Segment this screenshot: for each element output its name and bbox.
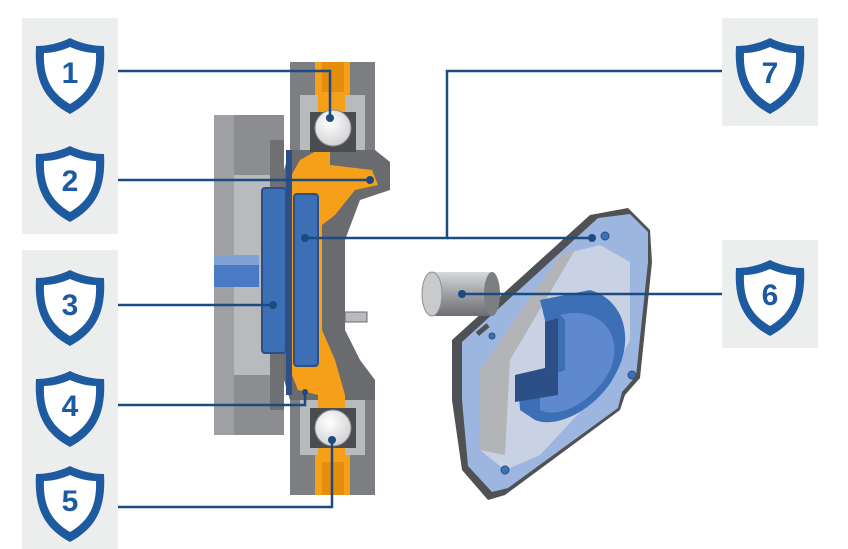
callout-5-label: 5 [62,485,79,518]
drive-magnet-face [540,313,615,413]
callout-6-label: 6 [762,279,779,312]
callout-2-label: 2 [62,165,79,198]
leader-dot-7a [301,234,309,242]
screw-hole [500,465,510,475]
pump-head-cross-section [214,62,390,495]
leader-dot-5 [328,436,336,444]
drive-shaft-stub-shade [214,255,259,265]
callout-3: 3 [22,250,118,358]
leader-line-5 [118,440,334,509]
drive-shaft-end [421,271,443,317]
callout-6: 6 [722,240,818,348]
leader-dot-2 [366,176,374,184]
membrane [293,193,319,367]
screw-hole [600,231,610,241]
plate-notch [475,323,490,337]
leader-dot-7b [588,234,596,242]
leader-line-4 [118,392,307,407]
leader-line-7 [305,69,722,240]
callout-4: 4 [22,351,118,459]
callout-5: 5 [22,454,118,549]
magnet-drive-plate [421,208,652,500]
upper-valve-ball [314,109,352,147]
leader-lines [118,69,722,509]
leader-dots [269,114,596,444]
fluid-channel [290,62,378,495]
callout-1-label: 1 [62,57,79,90]
callout-3-label: 3 [62,289,79,322]
plate-recess-shadow [480,250,575,455]
leader-dot-4 [302,389,308,395]
screw-hole [627,370,637,380]
membrane-edge [286,150,292,395]
callout-7: 7 [722,18,818,126]
leader-dot-6 [458,290,466,298]
callout-2: 2 [22,126,118,234]
leader-line-1 [118,69,332,118]
callout-7-label: 7 [762,57,779,90]
callout-4-label: 4 [62,390,79,423]
magnet-slot [515,318,558,402]
diaphragm [261,187,287,354]
fluid-outlet-top [322,62,344,92]
side-pin [344,311,368,323]
leader-dot-3 [269,301,277,309]
screw-hole [488,332,496,340]
callout-1: 1 [22,18,118,126]
leader-dot-1 [326,114,334,122]
